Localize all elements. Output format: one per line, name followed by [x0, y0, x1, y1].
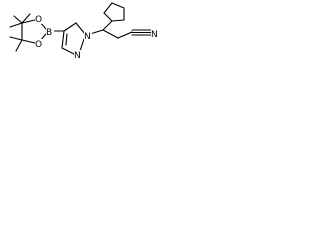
- pyrazole-n2-label: N: [74, 51, 81, 61]
- bond-group: [9, 2, 152, 55]
- bond-lower-carbon-methyl-left: [9, 36, 23, 41]
- bond-lower-carbon-oxygen: [21, 39, 36, 44]
- oxygen-lower-label: O: [35, 40, 42, 50]
- bond-upper-gem-dimethyl-right: [21, 13, 31, 24]
- bond-pyrazole-n1-n2: [79, 38, 85, 52]
- pyrazole-n1-label: N: [84, 32, 91, 42]
- nitrile-nitrogen-label: N: [151, 30, 158, 40]
- bond-upper-carbon-methyl: [9, 22, 23, 28]
- bond-ch-cyclopentyl: [102, 20, 113, 31]
- bond-cyclopentyl-2: [103, 2, 113, 14]
- bond-lower-carbon-methyl-down: [15, 39, 23, 52]
- bond-upper-gem-dimethyl-left: [13, 15, 23, 24]
- bond-cyclopentyl-3: [111, 2, 125, 9]
- chemical-structure-diagram: O B O N N N: [9, 2, 159, 61]
- boron-label: B: [46, 28, 52, 38]
- bond-upper-carbon-oxygen: [21, 19, 36, 24]
- bond-pyrazole-c4-c5: [63, 22, 77, 32]
- bond-ch2-nitrile-carbon: [117, 31, 133, 39]
- bond-pyrazole-c5-n1: [75, 22, 86, 35]
- bond-n1-ch: [89, 29, 104, 35]
- bond-cyclopentyl-1: [103, 12, 113, 22]
- bond-pyrazole-double-inner: [65, 33, 68, 46]
- atom-labels: O B O N N N: [35, 14, 159, 61]
- bond-pyrazole-n2-c3: [61, 47, 75, 55]
- bond-ch-ch2: [102, 29, 119, 39]
- bond-cyclopentyl-5: [111, 19, 125, 22]
- oxygen-upper-label: O: [35, 15, 42, 25]
- bond-pyrazole-c3-c4: [61, 30, 65, 49]
